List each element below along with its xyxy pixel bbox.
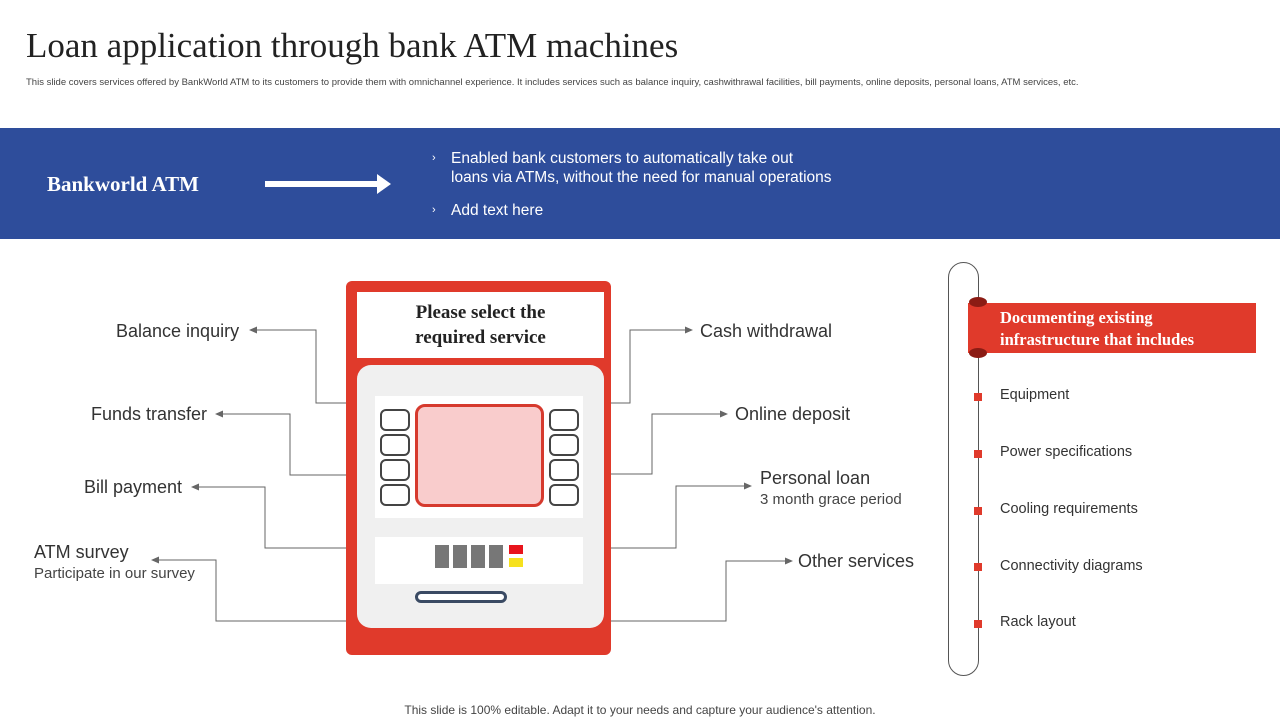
atm-key-right-4	[549, 484, 579, 506]
chevron-right-icon: ›	[432, 152, 436, 164]
service-cash-withdrawal: Cash withdrawal	[700, 321, 833, 341]
bullet-2-text: Add text here	[451, 202, 544, 219]
bullet-1-line-1: Enabled bank customers to automatically …	[451, 150, 794, 167]
atm-keypad-bar	[471, 545, 485, 568]
atm-key-right-1	[549, 409, 579, 431]
atm-display	[415, 404, 544, 507]
atm-keypad-bar	[435, 545, 449, 568]
atm-key-left-3	[380, 459, 410, 481]
connector-bill-payment	[198, 486, 346, 549]
service-funds-transfer: Funds transfer	[91, 404, 208, 424]
connector-personal-loan	[611, 485, 745, 549]
service-atm-survey-sub: Participate in our survey	[34, 565, 195, 582]
atm-header: Please select the required service	[357, 292, 604, 358]
atm-body	[357, 365, 604, 628]
service-atm-survey: ATM survey	[34, 542, 129, 562]
chevron-right-icon: ›	[432, 204, 436, 216]
heading-top-dot	[969, 297, 987, 307]
slide-subtitle: This slide covers services offered by Ba…	[26, 77, 1079, 88]
atm-card-panel	[375, 537, 583, 584]
connector-other-services	[611, 560, 786, 622]
atm-key-left-4	[380, 484, 410, 506]
service-personal-loan: Personal loan	[760, 468, 871, 488]
infrastructure-heading-line-1: Documenting existing	[1000, 308, 1153, 327]
atm-key-left-2	[380, 434, 410, 456]
arrowhead-bill-payment	[191, 483, 199, 491]
arrowhead-online-deposit	[720, 410, 728, 418]
timeline-marker	[974, 450, 982, 458]
connector-funds-transfer	[222, 413, 346, 476]
atm-key-right-3	[549, 459, 579, 481]
timeline-marker	[974, 393, 982, 401]
infrastructure-heading: Documenting existing infrastructure that…	[968, 303, 1256, 353]
arrowhead-atm-survey	[151, 556, 159, 564]
arrowhead-cash-withdrawal	[685, 326, 693, 334]
infrastructure-heading-line-2: infrastructure that includes	[1000, 330, 1195, 349]
atm-screen-panel	[375, 396, 583, 518]
banner-label: Bankworld ATM	[47, 172, 199, 196]
arrowhead-balance-inquiry	[249, 326, 257, 334]
timeline-marker	[974, 563, 982, 571]
service-online-deposit: Online deposit	[735, 404, 851, 424]
atm-indicator-red	[509, 545, 523, 554]
timeline-marker	[974, 507, 982, 515]
arrowhead-other-services	[785, 557, 793, 565]
slide-footer: This slide is 100% editable. Adapt it to…	[404, 703, 876, 717]
atm-keypad-bar	[453, 545, 467, 568]
atm-keypad-bar	[489, 545, 503, 568]
heading-bottom-dot	[969, 348, 987, 358]
infra-item-connectivity: Connectivity diagrams	[1000, 558, 1143, 574]
infra-item-power: Power specifications	[1000, 444, 1133, 460]
bankworld-banner: Bankworld ATM	[0, 128, 1280, 239]
right-arrow-icon	[265, 174, 391, 194]
infra-item-rack-layout: Rack layout	[1000, 614, 1076, 630]
service-bill-payment: Bill payment	[84, 477, 183, 497]
atm-header-line-1: Please select the	[415, 302, 546, 323]
connector-online-deposit	[611, 413, 721, 475]
connector-cash-withdrawal	[611, 329, 686, 404]
infra-item-cooling: Cooling requirements	[1000, 501, 1138, 517]
infra-item-equipment: Equipment	[1000, 387, 1070, 403]
atm-header-line-2: required service	[415, 327, 546, 348]
arrowhead-funds-transfer	[215, 410, 223, 418]
timeline-marker	[974, 620, 982, 628]
service-balance-inquiry: Balance inquiry	[116, 321, 240, 341]
atm-key-left-1	[380, 409, 410, 431]
service-personal-loan-sub: 3 month grace period	[760, 491, 902, 508]
slide-title: Loan application through bank ATM machin…	[26, 26, 679, 65]
atm-machine: Please select the required service	[346, 281, 611, 655]
connector-atm-survey	[158, 559, 346, 622]
arrowhead-personal-loan	[744, 482, 752, 490]
connector-balance-inquiry	[256, 329, 346, 404]
bullet-1-line-2: loans via ATMs, without the need for man…	[451, 169, 832, 186]
service-other-services: Other services	[798, 551, 915, 571]
atm-card-slot	[415, 591, 507, 603]
atm-indicator-yellow	[509, 558, 523, 567]
atm-key-right-2	[549, 434, 579, 456]
